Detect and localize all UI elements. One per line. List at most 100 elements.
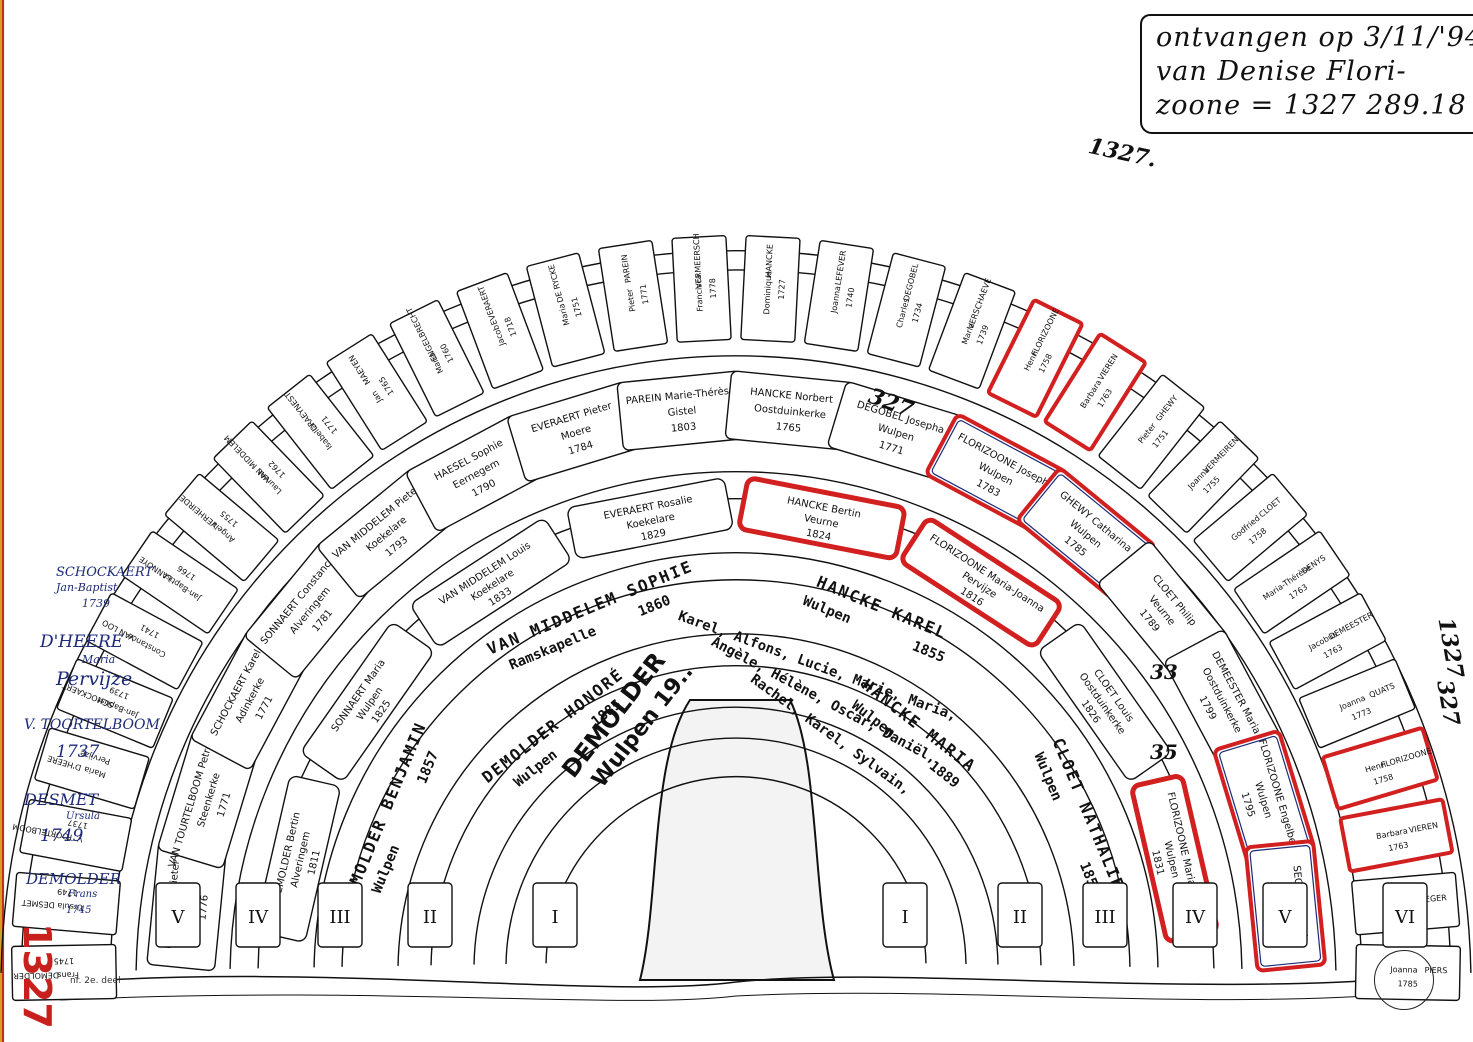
- roman-scroll-left: II: [407, 882, 453, 948]
- gen6-card-year: 1771: [638, 283, 650, 304]
- gen6-card-year: 1740: [844, 287, 856, 308]
- gen5-card-place: Gistel: [667, 405, 697, 419]
- gen6-card-year: 1737: [67, 818, 89, 831]
- roman-numeral: V: [1278, 907, 1293, 928]
- gen6-card-year: 1727: [777, 279, 787, 300]
- tree-trunk: [39, 699, 1441, 1001]
- ring-arc-3: [473, 706, 999, 965]
- gen4-card-box: [412, 519, 570, 646]
- gen6-card-year: 1745: [54, 956, 75, 965]
- trunk-shape: [638, 699, 836, 981]
- gen6-card-box: [598, 240, 668, 352]
- roman-scroll-box: [407, 882, 453, 948]
- gen6-card-box: [213, 421, 324, 533]
- gen6-card-box: [10, 943, 118, 1002]
- roman-scroll-right: VI: [1382, 882, 1428, 948]
- roman-numeral: IV: [248, 907, 269, 928]
- gen6-card-name: DEMOLDER: [13, 971, 59, 981]
- gen6-card-name: PAREIN: [620, 254, 633, 284]
- gen6-card-box: [1338, 797, 1454, 874]
- gen5-card-year: 1803: [670, 421, 696, 434]
- gen6-card-box: [1269, 593, 1386, 690]
- ring-arc-7: [313, 551, 1159, 968]
- ref-number-lower: 33: [1150, 660, 1178, 684]
- note-line-3: zoone = 1327 289.18: [1156, 90, 1467, 121]
- note-line-1: ontvangen op 3/11/'94: [1156, 22, 1473, 53]
- gen6-card-name: PIERS: [1424, 966, 1447, 975]
- gen6-card-box: [804, 240, 874, 352]
- ring-arc-2: [505, 737, 967, 965]
- gen3-year: 1860: [636, 592, 673, 620]
- hand-year-desmet: 1749: [40, 826, 84, 846]
- gen6-card-sub: Dominique: [762, 271, 773, 315]
- gen6-card-box: [1148, 421, 1259, 533]
- roman-numeral: VI: [1394, 907, 1415, 928]
- roman-numeral: V: [171, 907, 186, 928]
- roman-numeral: III: [329, 907, 350, 928]
- ring-arc-9: [229, 471, 1243, 969]
- hand-year-dheere: Pervijze: [56, 668, 133, 690]
- publisher-emblem: [1374, 950, 1434, 1010]
- hand-sub-schockaert: Jan-Baptist: [56, 581, 118, 594]
- roman-scroll-box: [1172, 882, 1218, 948]
- hand-name-toortelboom: V. TOORTELBOOM: [24, 717, 160, 733]
- gen6-card-sub: Francisca: [694, 274, 705, 312]
- handwritten-note: ontvangen op 3/11/'94 van Denise Flori- …: [1140, 14, 1473, 134]
- roman-numeral: II: [423, 907, 437, 928]
- roman-scroll-box: [1262, 882, 1308, 948]
- roman-scroll-left: I: [532, 882, 578, 948]
- hand-year-schockaert: 1739: [82, 597, 110, 610]
- gen6-card-box: [1098, 374, 1205, 489]
- roman-scroll-box: [532, 882, 578, 948]
- gen6-card-box: [19, 799, 132, 872]
- hand-sub-dheere: Maria: [82, 653, 116, 666]
- gen6-card-box: [267, 374, 374, 489]
- gen4-card-box: [1039, 623, 1170, 780]
- roman-numeral: II: [1013, 907, 1027, 928]
- roman-scroll-left: V: [155, 882, 201, 948]
- roman-scroll-right: IV: [1172, 882, 1218, 948]
- roman-scroll-left: III: [317, 882, 363, 948]
- gen6-card-box: [1298, 658, 1416, 749]
- gen6-card-box: [1193, 473, 1307, 582]
- roman-scroll-box: [235, 882, 281, 948]
- gen4-card-box: [302, 623, 433, 780]
- footer-mark: nr. 2e. deel: [70, 976, 121, 986]
- roman-scroll-box: [1382, 882, 1428, 948]
- roman-numeral: I: [901, 907, 908, 928]
- ground-line-2: [59, 991, 1421, 1001]
- gen6-card-name: SEGER: [1420, 893, 1448, 904]
- roman-scroll-box: [155, 882, 201, 948]
- roman-scroll-right: I: [882, 882, 928, 948]
- gen4-card-box: [900, 517, 1062, 648]
